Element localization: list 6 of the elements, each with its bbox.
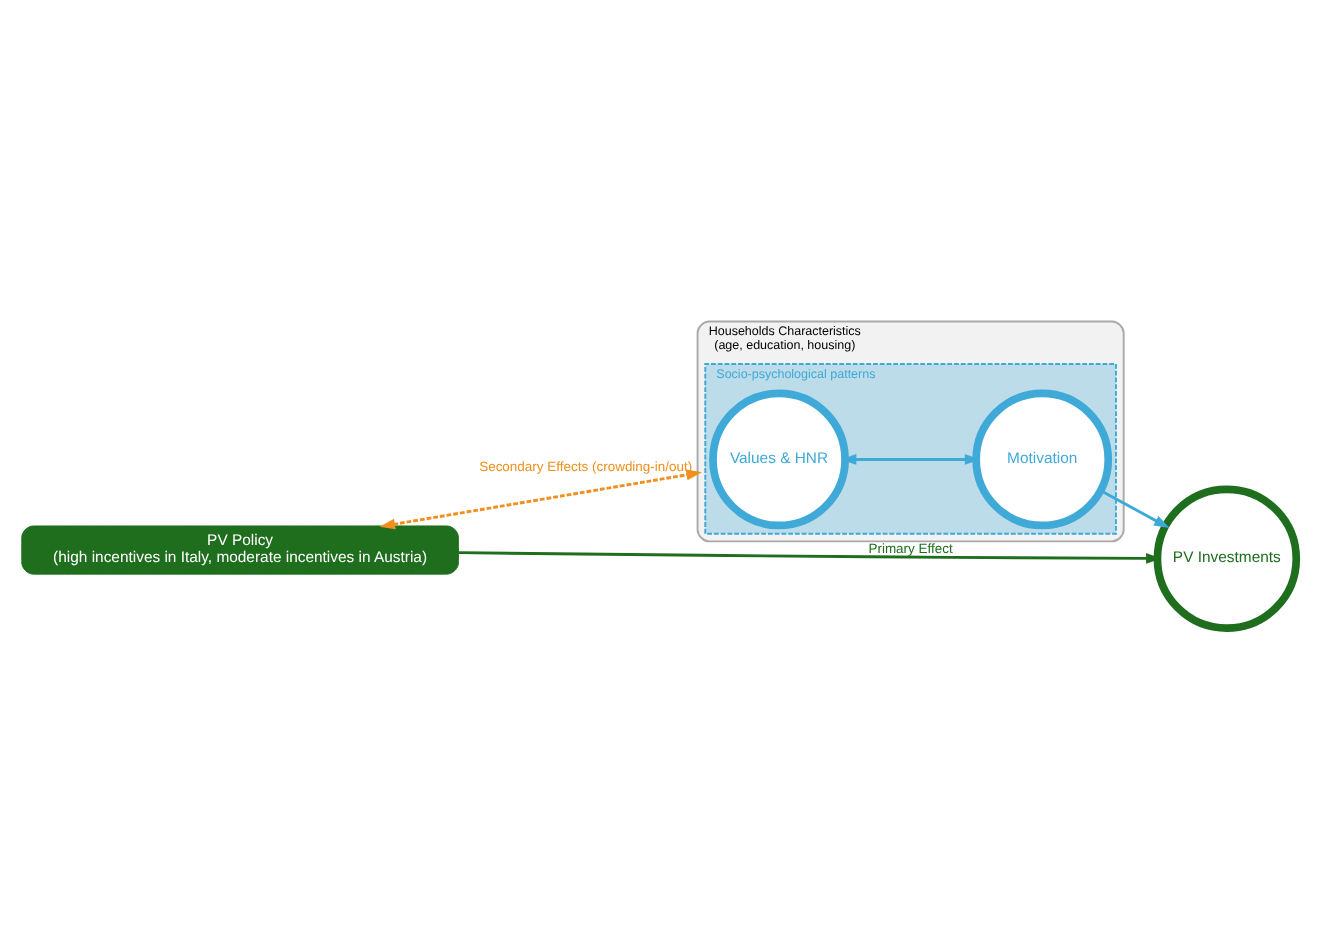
arrow <box>379 469 702 530</box>
arrow <box>458 551 1162 564</box>
arrow <box>1099 489 1170 529</box>
node-circle: Values & HNR <box>709 389 849 530</box>
node-box: PV Policy (high incentives in Italy, moderate incentives in Austria) <box>21 525 459 575</box>
node-circle: Motivation <box>972 389 1113 530</box>
